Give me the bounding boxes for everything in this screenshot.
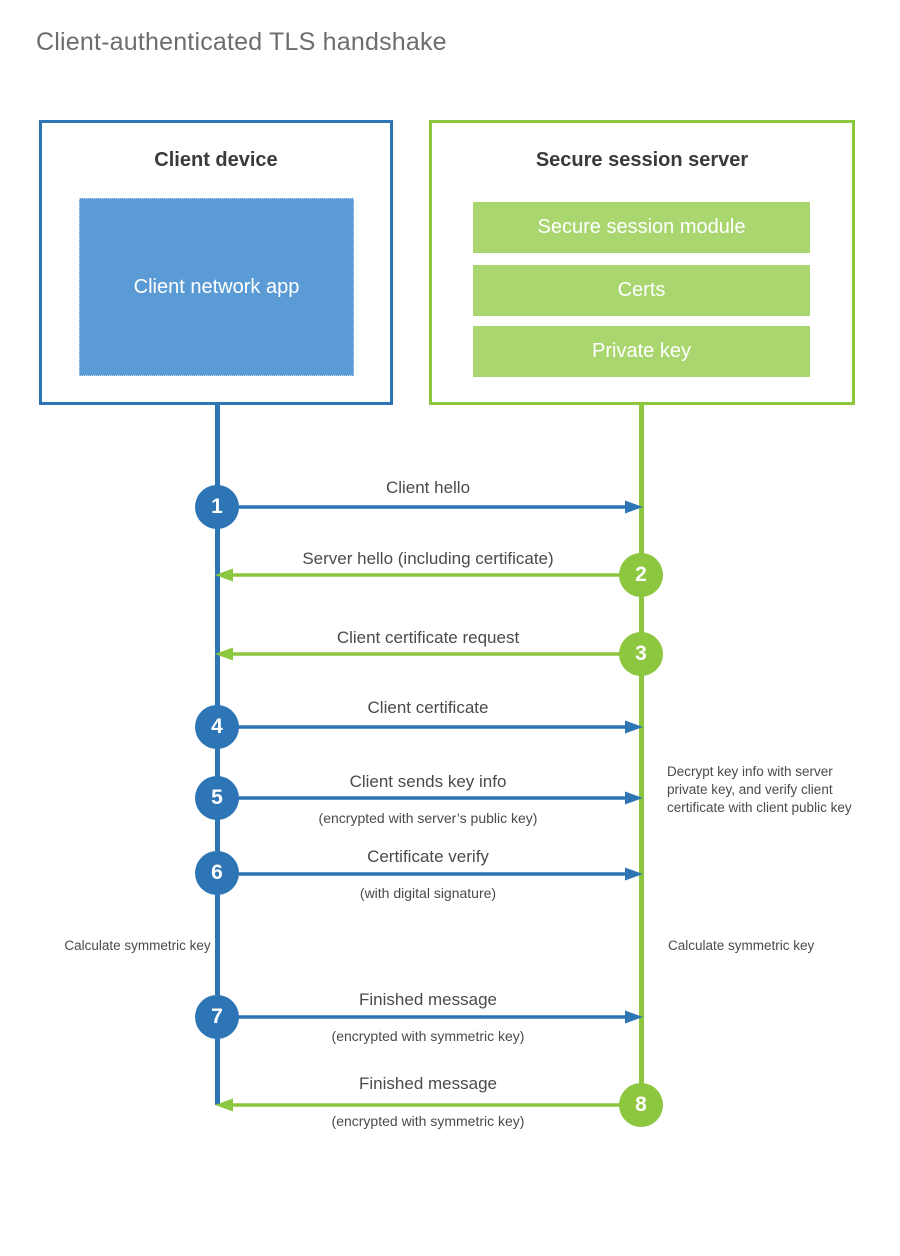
server-component-secure-session-module: Secure session module [473,202,810,253]
note-calculate-symmetric-key-client: Calculate symmetric key [64,938,211,953]
secure-session-server-title: Secure session server [535,149,749,171]
client-device-box: Client device Client network app [39,120,393,405]
step-6-label: Certificate verify [367,847,489,866]
step-number: 7 [211,1005,223,1028]
server-component-certs: Certs [473,265,810,316]
step-4-arrow [217,720,643,734]
step-3-circle[interactable]: 3 [619,632,663,676]
step-5-sublabel: (encrypted with server’s public key) [318,810,538,826]
step-number: 3 [635,642,647,665]
note-decrypt-key-info: Decrypt key info with server private key… [667,764,852,815]
step-8-arrow [215,1098,641,1112]
step-number: 8 [635,1093,647,1116]
step-5-circle[interactable]: 5 [195,776,239,820]
client-network-app-block: Client network app [79,198,354,376]
step-4-label: Client certificate [367,698,489,717]
step-8-circle[interactable]: 8 [619,1083,663,1127]
server-component-label: Certs [617,279,666,301]
client-lifeline [215,403,220,1105]
step-3-arrow [215,647,641,661]
client-network-app-label: Client network app [133,276,300,298]
step-1-arrow [217,500,643,514]
step-6-circle[interactable]: 6 [195,851,239,895]
step-4-circle[interactable]: 4 [195,705,239,749]
step-8-label: Finished message [359,1074,497,1093]
step-2-circle[interactable]: 2 [619,553,663,597]
step-2-arrow [215,568,641,582]
step-7-sublabel: (encrypted with symmetric key) [331,1028,525,1044]
note-calculate-symmetric-key-server: Calculate symmetric key [668,938,815,953]
step-6-sublabel: (with digital signature) [359,885,497,901]
step-7-arrow [217,1010,643,1024]
step-number: 4 [211,715,223,738]
server-lifeline [639,403,644,1105]
server-component-label: Private key [592,340,691,362]
page-title: Client-authenticated TLS handshake [36,28,447,56]
client-device-title: Client device [154,149,278,171]
step-7-label: Finished message [359,990,497,1009]
step-8-sublabel: (encrypted with symmetric key) [331,1113,525,1129]
step-1-label: Client hello [385,478,471,497]
step-5-label: Client sends key info [349,772,507,791]
step-1-circle[interactable]: 1 [195,485,239,529]
step-3-label: Client certificate request [336,628,520,647]
step-7-circle[interactable]: 7 [195,995,239,1039]
step-number: 6 [211,861,223,884]
secure-session-server-box: Secure session server Secure session mod… [429,120,855,405]
server-component-private-key: Private key [473,326,810,377]
step-number: 2 [635,563,647,586]
step-number: 5 [211,786,223,809]
server-component-label: Secure session module [537,216,746,238]
step-2-label: Server hello (including certificate) [302,549,554,568]
step-6-arrow [217,867,643,881]
step-number: 1 [211,495,223,518]
step-5-arrow [217,791,643,805]
